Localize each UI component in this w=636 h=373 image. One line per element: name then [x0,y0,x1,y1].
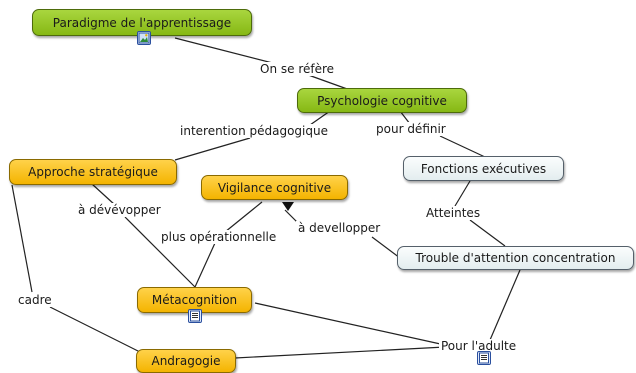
label-pour-definir: pour définir [374,122,448,136]
node-psychologie[interactable]: Psychologie cognitive [297,88,467,113]
node-fonctions[interactable]: Fonctions exécutives [403,156,564,181]
line-fonctions-atteintes [454,180,471,207]
line-metacognition-pourladulte [254,302,446,346]
document-icon[interactable] [477,351,491,365]
line-trouble-pourladulte [489,269,521,341]
label-pour-ladulte: Pour l'adulte [439,339,519,353]
line-approche-adevevopper [91,183,116,206]
line-psychologie-pourdefinir [399,110,411,125]
document-icon[interactable] [188,309,202,323]
node-approche[interactable]: Approche stratégique [9,159,177,185]
label-a-devellopper: à devellopper [296,221,383,235]
line-andragogie-pourladulte [234,346,446,359]
image-icon[interactable] [137,31,151,45]
label-on-se-refere: On se réfère [258,62,337,76]
line-plusop-metacognition [194,242,216,288]
label-cadre: cadre [16,293,54,307]
line-adevevopper-metacognition [124,216,196,288]
line-cadre-andragogie [49,306,141,353]
line-pourdefinir-fonctions [439,135,486,158]
node-trouble[interactable]: Trouble d'attention concentration [397,246,634,270]
line-vigilance-plusop [224,201,263,233]
line-interention-approche [174,137,251,161]
line-psychologie-interention [309,110,331,126]
label-atteintes: Atteintes [424,206,483,220]
node-andragogie[interactable]: Andragogie [136,349,236,373]
line-trouble-adevellopper [371,236,401,259]
node-metacognition[interactable]: Métacognition [137,287,252,313]
node-vigilance[interactable]: Vigilance cognitive [201,175,348,200]
label-interention-pedagogique: interention pédagogique [178,124,330,138]
line-atteintes-trouble [469,219,506,247]
label-plus-operationnelle: plus opérationnelle [159,230,279,244]
arrowhead-vigilance [282,202,294,211]
line-approche-cadre [11,184,33,293]
label-a-devevopper: à dévévopper [76,203,163,217]
